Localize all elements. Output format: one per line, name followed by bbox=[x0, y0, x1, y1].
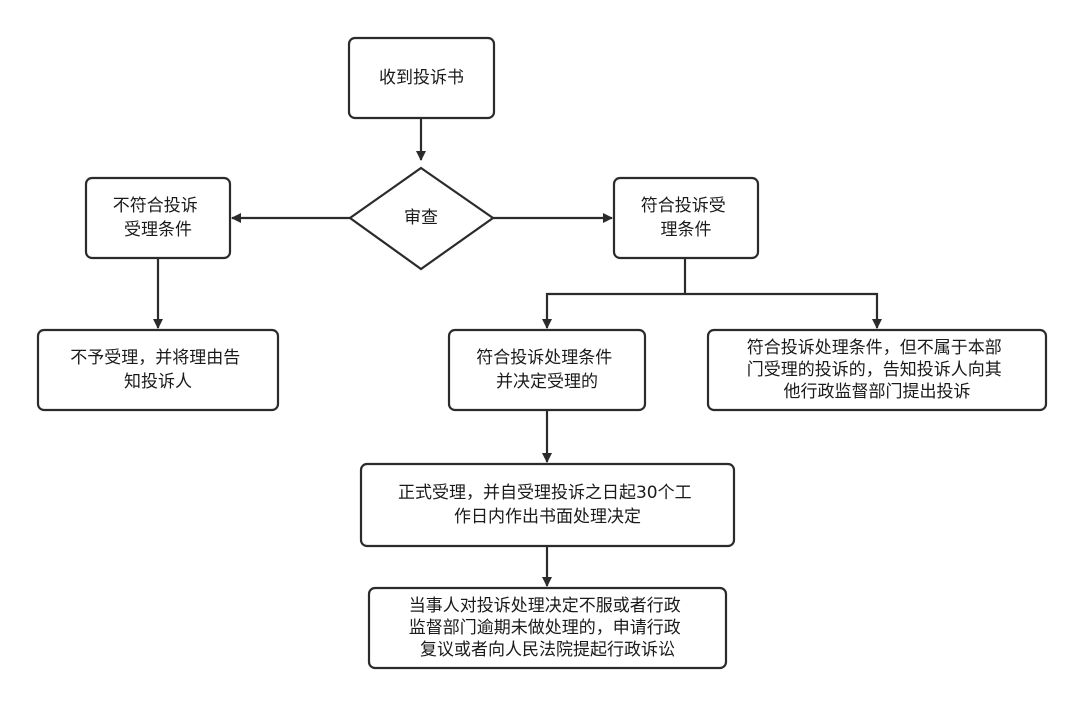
svg-text:不予受理，并将理由告 知投诉人: 不予受理，并将理由告 知投诉人 bbox=[70, 348, 245, 392]
node-not-dept-line-2: 门受理的投诉的，告知投诉人向其 bbox=[747, 360, 1002, 380]
node-appeal-line-2: 监督部门逾期未做处理的，申请行政 bbox=[409, 618, 681, 638]
node-receive-complaint: 收到投诉书 bbox=[347, 36, 496, 120]
node-reject-line-1: 不予受理，并将理由告 bbox=[70, 348, 240, 368]
node-accept-line-2: 作日内作出书面处理决定 bbox=[454, 507, 641, 527]
node-not-dept-line-1: 符合投诉处理条件，但不属于本部 bbox=[747, 338, 1002, 358]
node-meet-and-accept: 符合投诉处理条件 并决定受理的 bbox=[447, 328, 647, 412]
node-meet-line-2: 理条件 bbox=[661, 220, 712, 240]
svg-text:当事人对投诉处理决定不服或者行政 监督部门逾期未: 当事人对投诉处理决定不服或者行政 监督部门逾期未做处理的，申请行政 复议或者向人… bbox=[409, 596, 686, 660]
node-meet-line-1: 符合投诉受 bbox=[641, 196, 726, 216]
svg-text:收到投诉书: 收到投诉书 bbox=[379, 68, 464, 88]
node-appeal-options: 当事人对投诉处理决定不服或者行政 监督部门逾期未做处理的，申请行政 复议或者向人… bbox=[367, 586, 728, 670]
node-appeal-line-1: 当事人对投诉处理决定不服或者行政 bbox=[409, 596, 681, 616]
node-not-this-department: 符合投诉处理条件，但不属于本部 门受理的投诉的，告知投诉人向其 他行政监督部门提… bbox=[706, 328, 1048, 412]
node-receive-line-1: 收到投诉书 bbox=[379, 68, 464, 88]
svg-text:符合投诉处理条件，但不属于本部 门受理的投诉的，: 符合投诉处理条件，但不属于本部 门受理的投诉的，告知投诉人向其 他行政监督部门提… bbox=[747, 338, 1007, 402]
svg-text:不符合投诉 受理条件: 不符合投诉 受理条件 bbox=[113, 196, 203, 240]
arrow-split-to-meet-handle bbox=[542, 292, 685, 329]
node-meet-handle-line-1: 符合投诉处理条件 bbox=[476, 348, 612, 368]
node-review-line-1: 审查 bbox=[404, 208, 438, 228]
connectors bbox=[153, 118, 882, 587]
node-not-meet-conditions: 不符合投诉 受理条件 bbox=[84, 176, 232, 260]
svg-text:符合投诉受 理条件: 符合投诉受 理条件 bbox=[641, 196, 731, 240]
node-reject-line-2: 知投诉人 bbox=[124, 372, 192, 392]
node-not-meet-line-1: 不符合投诉 bbox=[113, 196, 198, 216]
svg-text:符合投诉处理条件 并决定受理的: 符合投诉处理条件 并决定受理的 bbox=[476, 348, 617, 392]
node-accept-line-1: 正式受理，并自受理投诉之日起30个工 bbox=[398, 483, 692, 503]
node-not-meet-line-2: 受理条件 bbox=[124, 220, 192, 240]
arrow-split-to-not-dept bbox=[685, 292, 882, 329]
node-review-decision: 审查 bbox=[348, 166, 495, 271]
svg-text:审查: 审查 bbox=[404, 208, 438, 228]
node-meet-handle-line-2: 并决定受理的 bbox=[496, 372, 598, 392]
node-appeal-line-3: 复议或者向人民法院提起行政诉讼 bbox=[420, 640, 675, 660]
node-not-dept-line-3: 他行政监督部门提出投诉 bbox=[784, 382, 971, 402]
node-formal-acceptance: 正式受理，并自受理投诉之日起30个工 作日内作出书面处理决定 bbox=[359, 462, 736, 548]
node-reject-notify: 不予受理，并将理由告 知投诉人 bbox=[36, 328, 280, 412]
node-meet-conditions: 符合投诉受 理条件 bbox=[612, 176, 760, 260]
svg-text:正式受理，并自受理投诉之日起30个工 作日内作出: 正式受理，并自受理投诉之日起30个工 作日内作出书面处理决定 bbox=[398, 483, 697, 527]
